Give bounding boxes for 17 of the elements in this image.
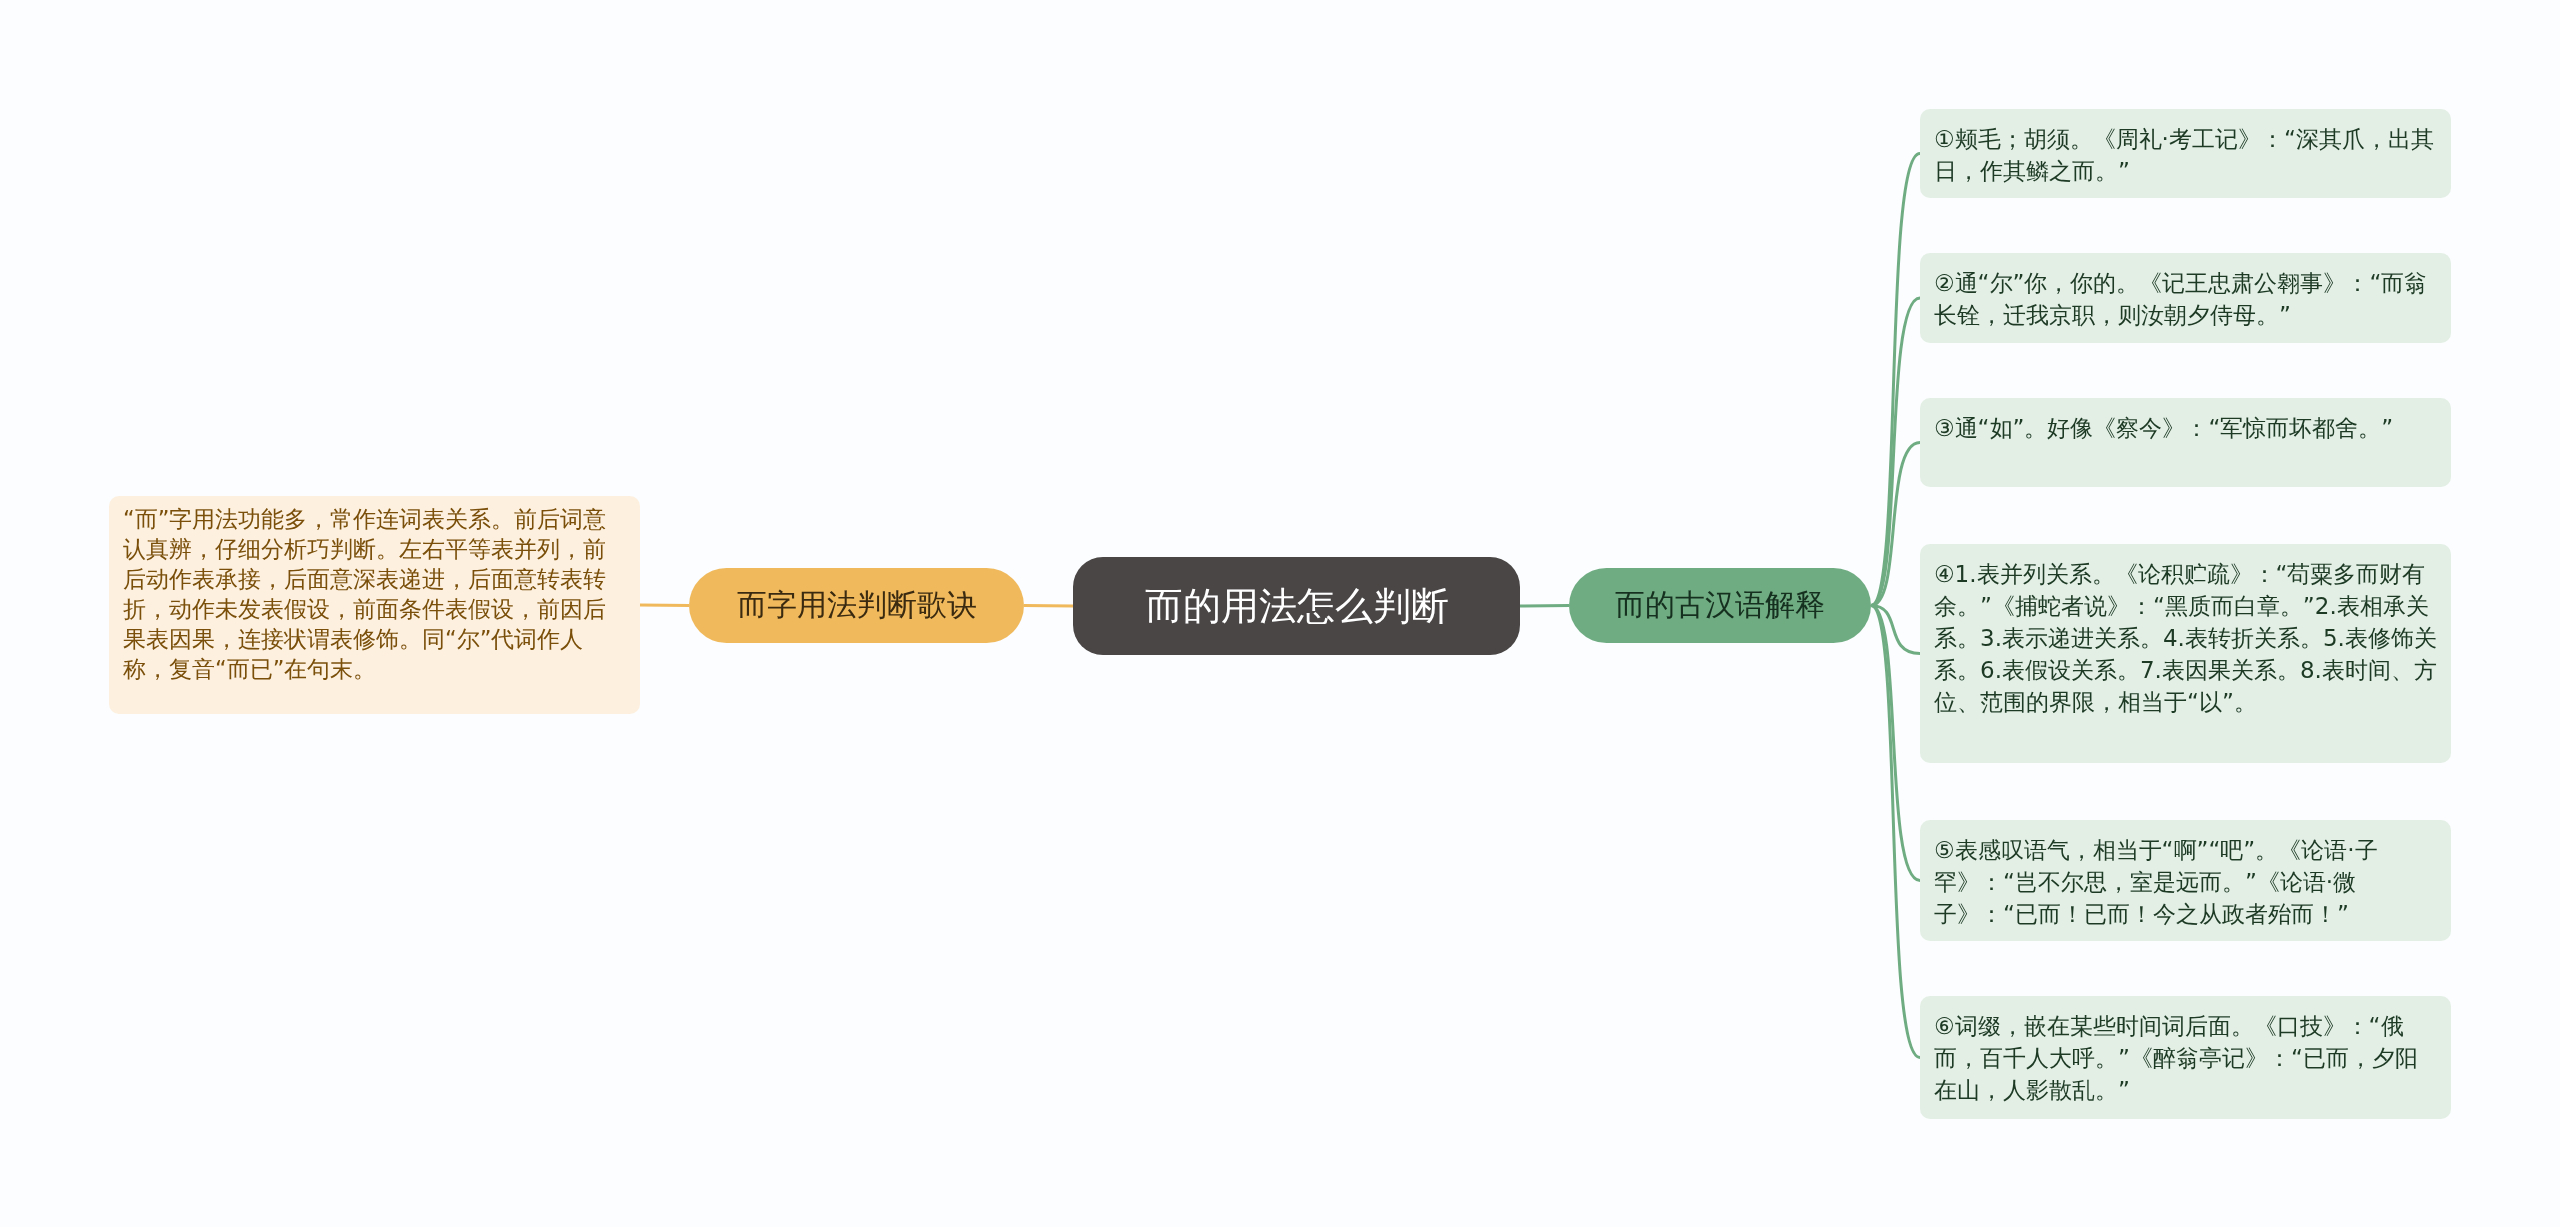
connector-line <box>1869 604 1922 1059</box>
note-box: ⑥词缀，嵌在某些时间词后面。《口技》：“俄而，百千人大呼。”《醉翁亭记》：“已而，夕阳在山，人影散乱。” <box>1920 996 2451 1119</box>
note-box: ③通“如”。好像《察今》：“军惊而坏都舍。” <box>1920 398 2451 487</box>
connector-line <box>640 603 689 607</box>
note-box: ①颊毛；胡须。《周礼·考工记》：“深其爪，出其日，作其鳞之而。” <box>1920 109 2451 198</box>
note-box: ⑤表感叹语气，相当于“啊”“吧”。《论语·子罕》：“岂不尔思，室是远而。”《论语·微子》：“已而！已而！今之从政者殆而！” <box>1920 820 2451 941</box>
connector-line <box>1869 152 1922 607</box>
connector-line <box>1520 604 1569 608</box>
branch-box: 而字用法判断歌诀 <box>689 568 1024 643</box>
connector-line <box>1870 441 1921 607</box>
note-box: ④1.表并列关系。《论积贮疏》：“苟粟多而财有余。”《捕蛇者说》：“黑质而白章。”2.表相承关系。3.表示递进关系。4.表转折关系。5.表修饰关系。6.表假设关系。7.表因果关系。8.表时间、方位、范围的界限，相当于“以”。 <box>1920 544 2451 763</box>
connector-line <box>1024 604 1073 608</box>
branch-box: 而的古汉语解释 <box>1569 568 1871 643</box>
note-box: “而”字用法功能多，常作连词表关系。前后词意认真辨，仔细分析巧判断。左右平等表并列，前后动作表承接，后面意深表递进，后面意转表转折，动作未发表假设，前面条件表假设，前因后果表因果，连接状谓表修饰。同“尔”代词作人称，复音“而已”在句末。 <box>109 496 640 714</box>
note-box: ②通“尔”你，你的。《记王忠肃公翱事》：“而翁长铨，迁我京职，则汝朝夕侍母。” <box>1920 253 2451 343</box>
connector-line <box>1870 604 1921 655</box>
topic-box: 而的用法怎么判断 <box>1073 557 1520 655</box>
